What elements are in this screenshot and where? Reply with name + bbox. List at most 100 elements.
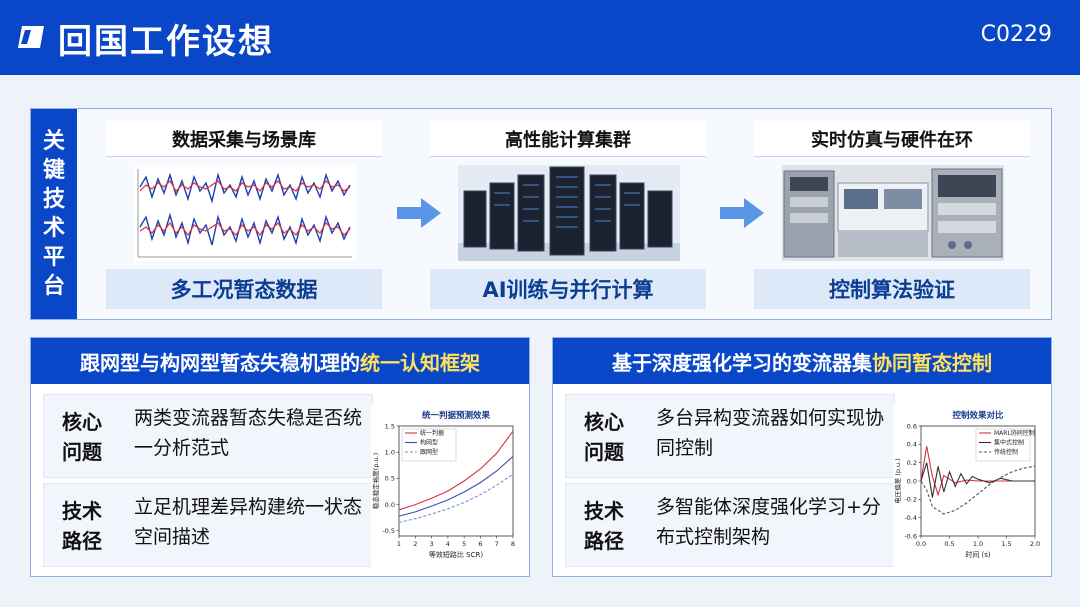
x-tick-label: 4	[446, 540, 450, 548]
row-text: 立足机理差异构建统一状态空间描述	[134, 496, 363, 548]
y-tick-label: 0.6	[907, 422, 917, 430]
x-tick-label: 3	[430, 540, 434, 548]
row-label-line: 核心	[584, 410, 624, 434]
plot-frame	[398, 425, 514, 537]
card-title: 高性能计算集群	[430, 121, 706, 157]
x-tick-label: 8	[511, 540, 515, 548]
right-research-panel: 基于深度强化学习的变流器集协同暂态控制 核心 问题 多台异构变流器如何实现协同控…	[552, 337, 1052, 577]
panel-title-highlight: 统一认知框架	[360, 350, 480, 375]
platform-card-data: 数据采集与场景库 多工况暂态数据	[106, 121, 382, 309]
y-tick-label: 0.5	[385, 475, 395, 483]
control-effect-chart: 控制效果对比 0.0 0.5 1.0 1.5 2.0 -0.6 -0.4 -0.2 0.0 0.2 0…	[893, 404, 1043, 569]
x-axis-label: 等效短路比 SCR)	[429, 550, 483, 559]
slide-code: C0229	[980, 22, 1052, 47]
platform-card-computing: 高性能计算集群	[430, 121, 706, 309]
chart-title: 统一判据预测效果	[422, 410, 491, 421]
platform-vertical-label: 关 键 技 术 平 台	[31, 109, 77, 319]
panel-title-text: 基于深度强化学习的变流器集	[612, 350, 872, 375]
x-tick-label: 6	[478, 540, 482, 548]
chart-title: 控制效果对比	[952, 410, 1004, 421]
y-tick-label: 1.0	[385, 448, 395, 456]
legend-label: 构网型	[420, 439, 438, 447]
core-question-row: 核心 问题 两类变流器暂态失稳是否统一分析范式	[43, 394, 373, 478]
y-tick-label: 0.0	[385, 501, 395, 509]
logo-icon	[18, 26, 44, 48]
legend-box	[401, 428, 457, 462]
series-line	[398, 430, 514, 511]
legend-label: 传统控制	[994, 448, 1018, 456]
x-axis-label: 时间 (s)	[965, 550, 991, 559]
x-tick-label: 0.0	[916, 540, 926, 548]
row-text: 多智能体深度强化学习+分布式控制架构	[656, 496, 881, 548]
y-tick-label: -0.4	[904, 514, 917, 522]
arrow-right-icon	[397, 198, 441, 228]
platform-label-char: 键	[42, 158, 65, 183]
y-tick-label: 0.4	[907, 441, 917, 449]
row-label-line: 问题	[584, 440, 624, 464]
x-tick-label: 2	[413, 540, 417, 548]
row-label-line: 问题	[62, 440, 102, 464]
row-label: 技术 路径	[566, 484, 642, 568]
row-label-line: 核心	[62, 410, 102, 434]
legend-label: 跟网型	[420, 448, 438, 456]
x-tick-label: 1	[397, 540, 401, 548]
y-tick-label: -0.2	[904, 496, 917, 504]
series-line	[920, 465, 1036, 515]
row-label-line: 技术	[62, 499, 102, 523]
core-question-row: 核心 问题 多台异构变流器如何实现协同控制	[565, 394, 895, 478]
legend-label: 集中式控制	[994, 439, 1024, 447]
x-tick-label: 5	[462, 540, 466, 548]
panel-title-text: 跟网型与构网型暂态失稳机理的	[80, 350, 360, 375]
y-tick-label: -0.6	[904, 532, 917, 540]
series-line	[398, 455, 514, 517]
row-label-line: 技术	[584, 499, 624, 523]
platform-label-char: 术	[42, 216, 65, 241]
row-text: 多台异构变流器如何实现协同控制	[656, 407, 885, 459]
platform-panel: 关 键 技 术 平 台 数据采集与场景库 多工况暂态数据 高性能计算集群	[30, 108, 1052, 320]
lab-equipment-image	[782, 165, 1004, 261]
platform-label-char: 关	[42, 129, 65, 154]
card-caption: 多工况暂态数据	[106, 269, 382, 309]
legend-label: 统一判据	[420, 429, 444, 437]
row-label-line: 路径	[62, 529, 102, 553]
row-label-line: 路径	[584, 529, 624, 553]
row-text: 两类变流器暂态失稳是否统一分析范式	[134, 407, 363, 459]
row-label: 技术 路径	[44, 484, 120, 568]
row-label: 核心 问题	[566, 395, 642, 479]
platform-label-char: 台	[42, 274, 65, 299]
legend-box	[975, 428, 1031, 462]
y-tick-label: -0.5	[382, 527, 395, 535]
left-research-panel: 跟网型与构网型暂态失稳机理的统一认知框架 核心 问题 两类变流器暂态失稳是否统一…	[30, 337, 530, 577]
series-line	[920, 446, 1035, 497]
x-tick-label: 0.5	[944, 540, 954, 548]
tech-path-row: 技术 路径 多智能体深度强化学习+分布式控制架构	[565, 483, 895, 567]
header-bar: 回国工作设想 C0229	[0, 0, 1080, 75]
platform-label-char: 平	[42, 245, 65, 270]
legend-label: MARL协同控制	[994, 429, 1035, 437]
card-caption: AI训练与并行计算	[430, 269, 706, 309]
y-axis-label: 电压偏差 (p.u.)	[893, 458, 902, 504]
x-tick-label: 1.0	[973, 540, 983, 548]
x-tick-label: 7	[495, 540, 499, 548]
y-tick-label: 0.2	[907, 459, 917, 467]
x-tick-label: 2.0	[1030, 540, 1040, 548]
waveform-graph-image	[134, 165, 356, 261]
tech-path-row: 技术 路径 立足机理差异构建统一状态空间描述	[43, 483, 373, 567]
card-title: 数据采集与场景库	[106, 121, 382, 157]
panel-title: 基于深度强化学习的变流器集协同暂态控制	[553, 338, 1051, 384]
series-line	[398, 473, 514, 523]
platform-card-simulation: 实时仿真与硬件在环 控制算法验证	[754, 121, 1030, 309]
y-tick-label: 1.5	[385, 422, 395, 430]
card-title: 实时仿真与硬件在环	[754, 121, 1030, 157]
y-tick-label: 0.0	[907, 477, 917, 485]
arrow-right-icon	[720, 198, 764, 228]
y-axis-label: 稳态稳定裕度(p.u.)	[371, 453, 380, 509]
page-title: 回国工作设想	[58, 22, 274, 62]
prediction-chart: 统一判据预测效果 1 2 3 4 5 6 7 8 -0.5 0.0 0.5 1.0 1.5 等效短路比 SC…	[371, 404, 521, 569]
panel-title-highlight: 协同暂态控制	[872, 350, 992, 375]
platform-label-char: 技	[42, 187, 65, 212]
server-racks-image	[458, 165, 680, 261]
panel-title: 跟网型与构网型暂态失稳机理的统一认知框架	[31, 338, 529, 384]
x-tick-label: 1.5	[1001, 540, 1011, 548]
row-label: 核心 问题	[44, 395, 120, 479]
